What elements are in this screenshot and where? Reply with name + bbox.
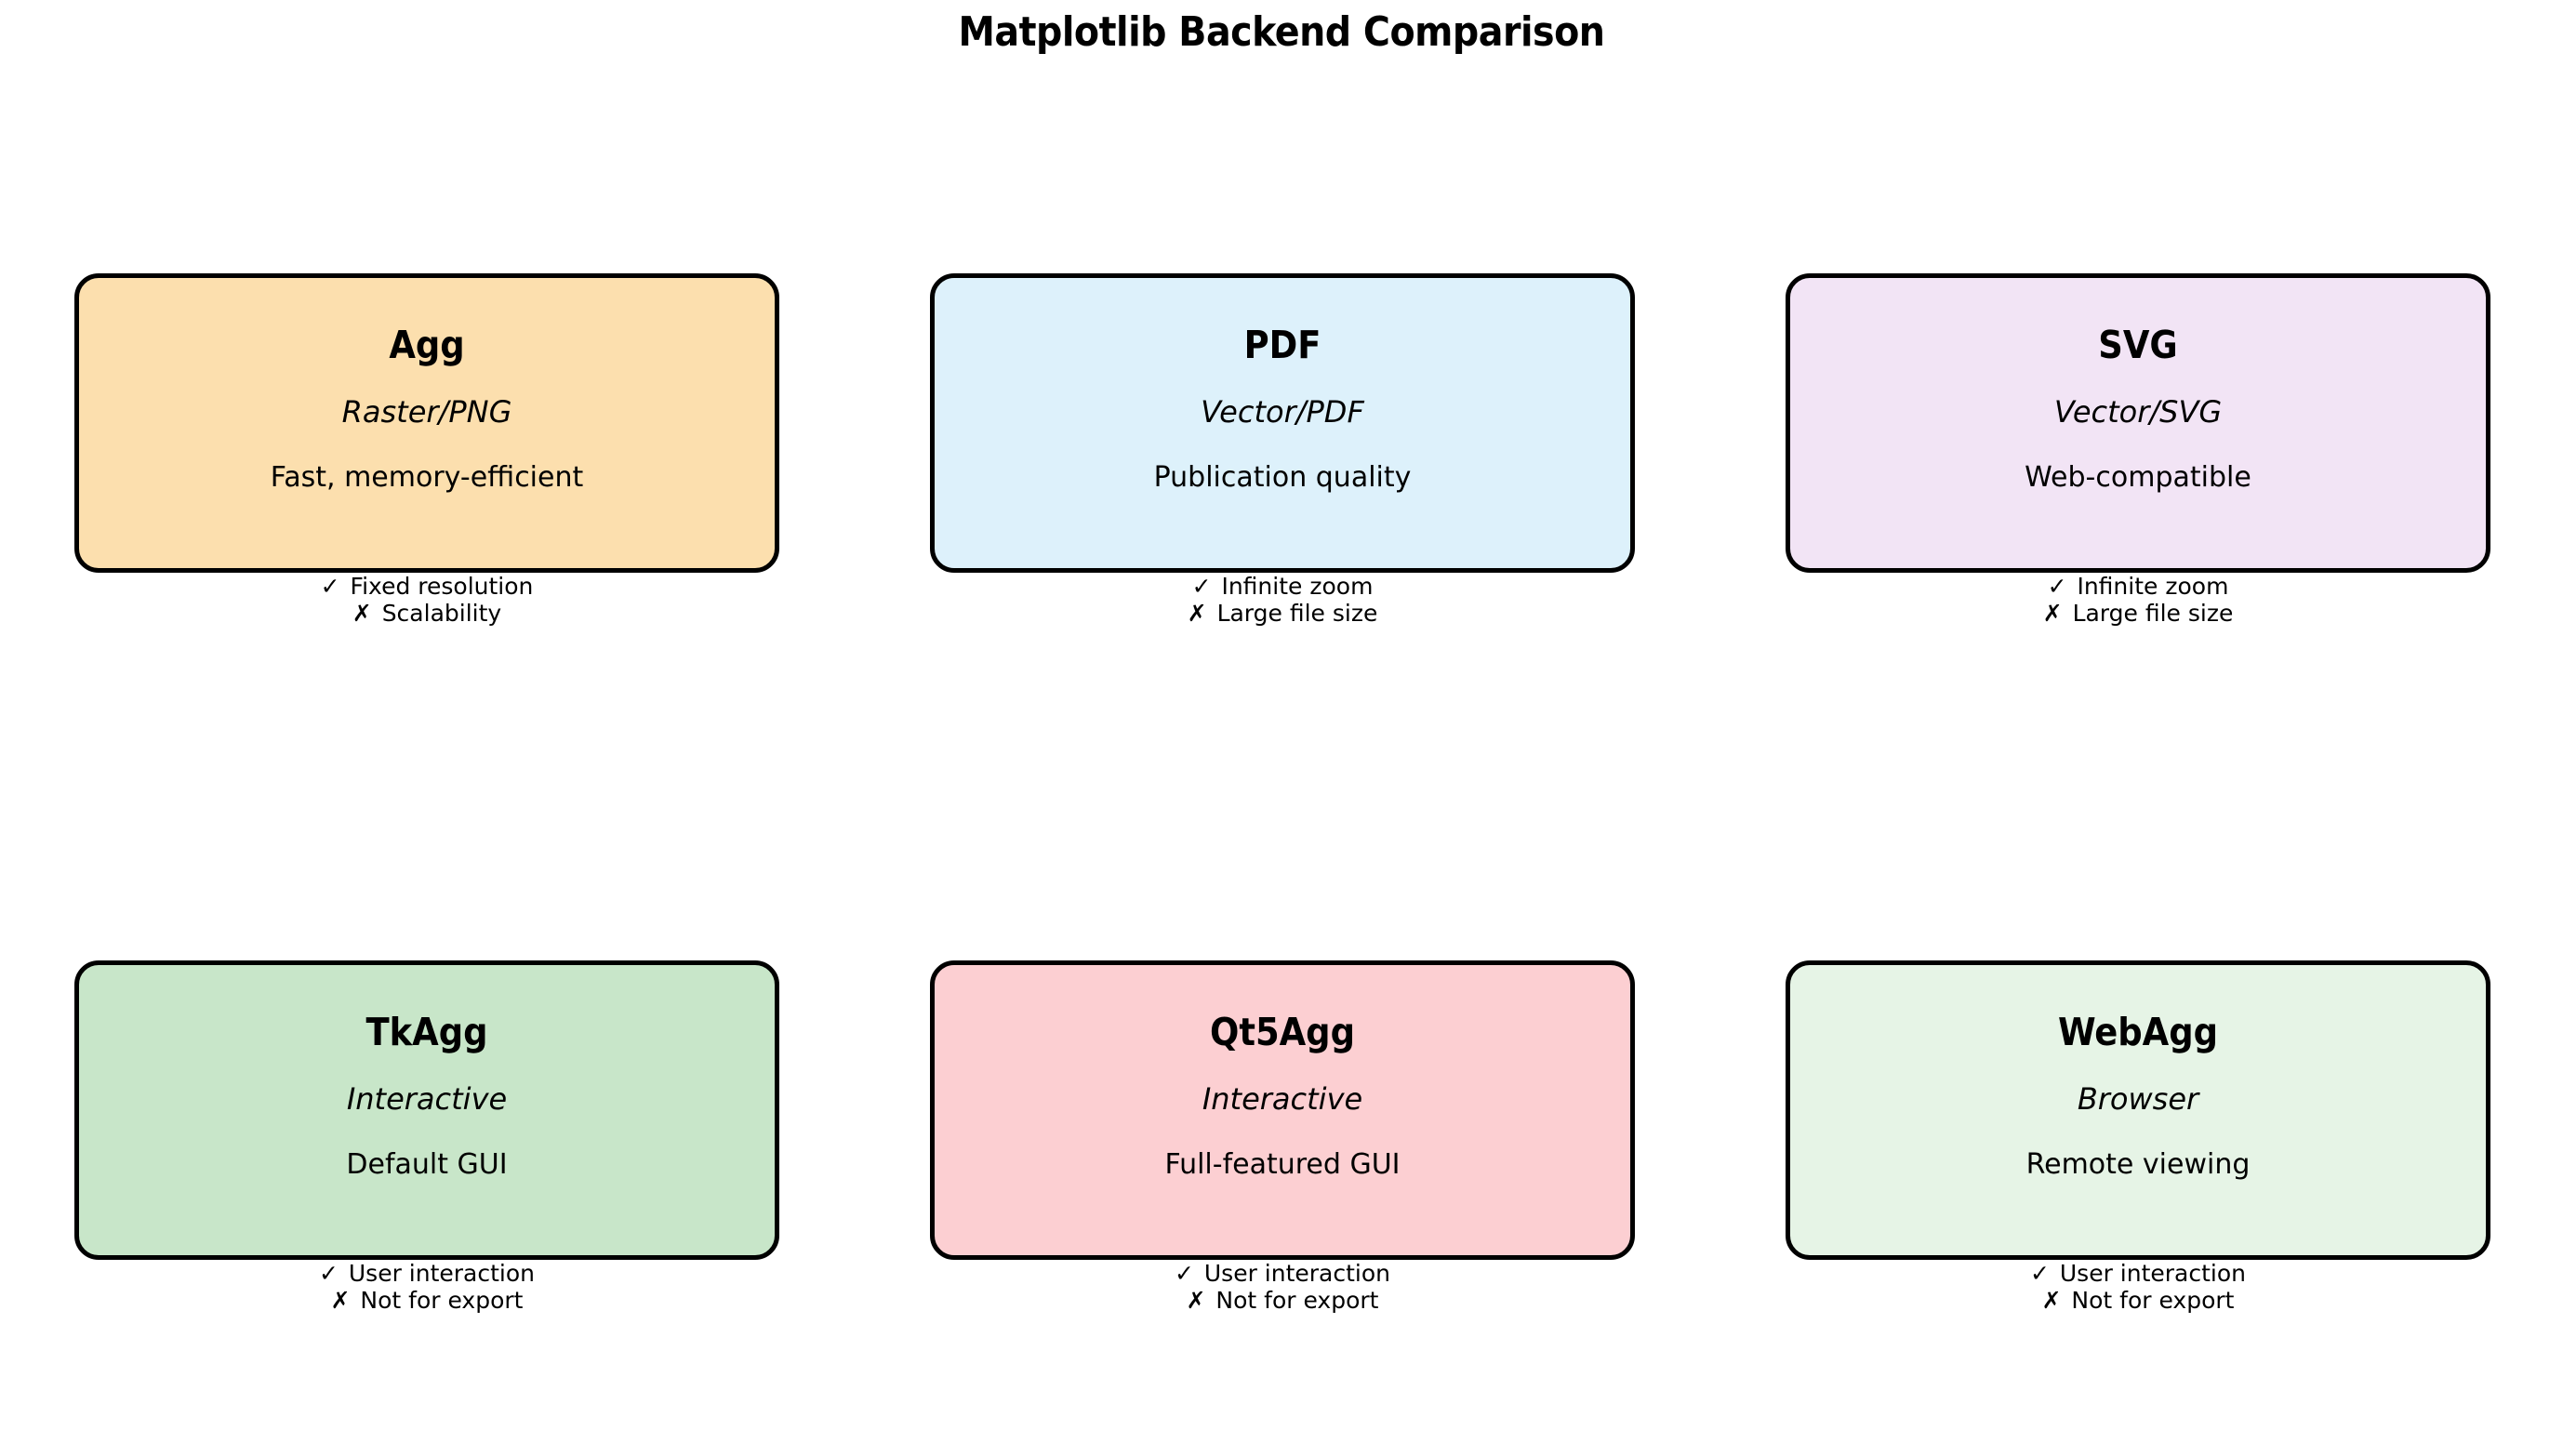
card-notes: ✓ Infinite zoom ✗ Large file size <box>1786 573 2490 627</box>
card-description: Full-featured GUI <box>1164 1148 1401 1181</box>
backend-card-agg[interactable]: Agg Raster/PNG Fast, memory-efficient <box>74 273 779 573</box>
figure-title: Matplotlib Backend Comparison <box>958 8 1605 56</box>
check-mark-icon: ✓ <box>1174 1260 1194 1287</box>
card-con-line: ✗ Large file size <box>930 600 1635 627</box>
card-con-label: Not for export <box>360 1287 524 1314</box>
backend-card-qt5agg[interactable]: Qt5Agg Interactive Full-featured GUI <box>930 960 1635 1260</box>
card-con-label: Not for export <box>1215 1287 1379 1314</box>
backend-card-svg[interactable]: SVG Vector/SVG Web-compatible <box>1786 273 2490 573</box>
card-type: Browser <box>2077 1081 2199 1117</box>
card-slot-webagg: WebAgg Browser Remote viewing ✓ User int… <box>1786 960 2490 1314</box>
card-description: Default GUI <box>346 1148 508 1181</box>
check-mark-icon: ✓ <box>1191 573 1212 600</box>
card-pro-label: User interaction <box>1203 1260 1391 1287</box>
check-mark-icon: ✓ <box>320 573 340 600</box>
card-con-label: Scalability <box>381 600 502 627</box>
card-pro-line: ✓ User interaction <box>74 1260 779 1287</box>
ballot-x-icon: ✗ <box>352 600 372 627</box>
card-pro-line: ✓ Fixed resolution <box>74 573 779 600</box>
card-description: Fast, memory-efficient <box>270 461 584 494</box>
card-description: Web-compatible <box>2025 461 2251 494</box>
card-pro-label: Infinite zoom <box>2077 573 2229 600</box>
card-title: WebAgg <box>2057 1010 2219 1054</box>
check-mark-icon: ✓ <box>2047 573 2067 600</box>
card-notes: ✓ User interaction ✗ Not for export <box>74 1260 779 1314</box>
card-type: Interactive <box>346 1081 508 1117</box>
ballot-x-icon: ✗ <box>1186 1287 1206 1314</box>
backend-card-pdf[interactable]: PDF Vector/PDF Publication quality <box>930 273 1635 573</box>
card-con-line: ✗ Large file size <box>1786 600 2490 627</box>
card-type: Interactive <box>1202 1081 1363 1117</box>
card-notes: ✓ User interaction ✗ Not for export <box>930 1260 1635 1314</box>
ballot-x-icon: ✗ <box>2041 1287 2062 1314</box>
card-con-label: Large file size <box>1216 600 1378 627</box>
card-pro-label: Infinite zoom <box>1221 573 1374 600</box>
card-title: PDF <box>1243 323 1321 367</box>
card-pro-line: ✓ User interaction <box>930 1260 1635 1287</box>
ballot-x-icon: ✗ <box>330 1287 351 1314</box>
card-type: Vector/SVG <box>2053 394 2223 430</box>
check-mark-icon: ✓ <box>318 1260 339 1287</box>
ballot-x-icon: ✗ <box>2042 600 2063 627</box>
backend-card-tkagg[interactable]: TkAgg Interactive Default GUI <box>74 960 779 1260</box>
card-pro-label: User interaction <box>348 1260 536 1287</box>
card-con-line: ✗ Scalability <box>74 600 779 627</box>
card-title: Qt5Agg <box>1209 1010 1355 1054</box>
card-con-label: Large file size <box>2072 600 2234 627</box>
card-notes: ✓ Infinite zoom ✗ Large file size <box>930 573 1635 627</box>
card-con-line: ✗ Not for export <box>1786 1287 2490 1314</box>
backend-card-webagg[interactable]: WebAgg Browser Remote viewing <box>1786 960 2490 1260</box>
card-slot-agg: Agg Raster/PNG Fast, memory-efficient ✓ … <box>74 273 779 627</box>
card-pro-line: ✓ User interaction <box>1786 1260 2490 1287</box>
ballot-x-icon: ✗ <box>1187 600 1207 627</box>
card-con-label: Not for export <box>2071 1287 2235 1314</box>
card-slot-pdf: PDF Vector/PDF Publication quality ✓ Inf… <box>930 273 1635 627</box>
card-title: Agg <box>389 323 465 367</box>
card-type: Raster/PNG <box>341 394 512 430</box>
card-title: TkAgg <box>365 1010 488 1054</box>
card-description: Remote viewing <box>2025 1148 2251 1181</box>
card-pro-line: ✓ Infinite zoom <box>930 573 1635 600</box>
card-pro-line: ✓ Infinite zoom <box>1786 573 2490 600</box>
card-slot-tkagg: TkAgg Interactive Default GUI ✓ User int… <box>74 960 779 1314</box>
card-title: SVG <box>2098 323 2178 367</box>
card-type: Vector/PDF <box>1201 394 1364 430</box>
card-slot-svg: SVG Vector/SVG Web-compatible ✓ Infinite… <box>1786 273 2490 627</box>
card-pro-label: User interaction <box>2059 1260 2247 1287</box>
card-notes: ✓ Fixed resolution ✗ Scalability <box>74 573 779 627</box>
card-slot-qt5agg: Qt5Agg Interactive Full-featured GUI ✓ U… <box>930 960 1635 1314</box>
card-notes: ✓ User interaction ✗ Not for export <box>1786 1260 2490 1314</box>
card-description: Publication quality <box>1153 461 1412 494</box>
check-mark-icon: ✓ <box>2029 1260 2050 1287</box>
card-con-line: ✗ Not for export <box>74 1287 779 1314</box>
card-pro-label: Fixed resolution <box>350 573 534 600</box>
card-con-line: ✗ Not for export <box>930 1287 1635 1314</box>
